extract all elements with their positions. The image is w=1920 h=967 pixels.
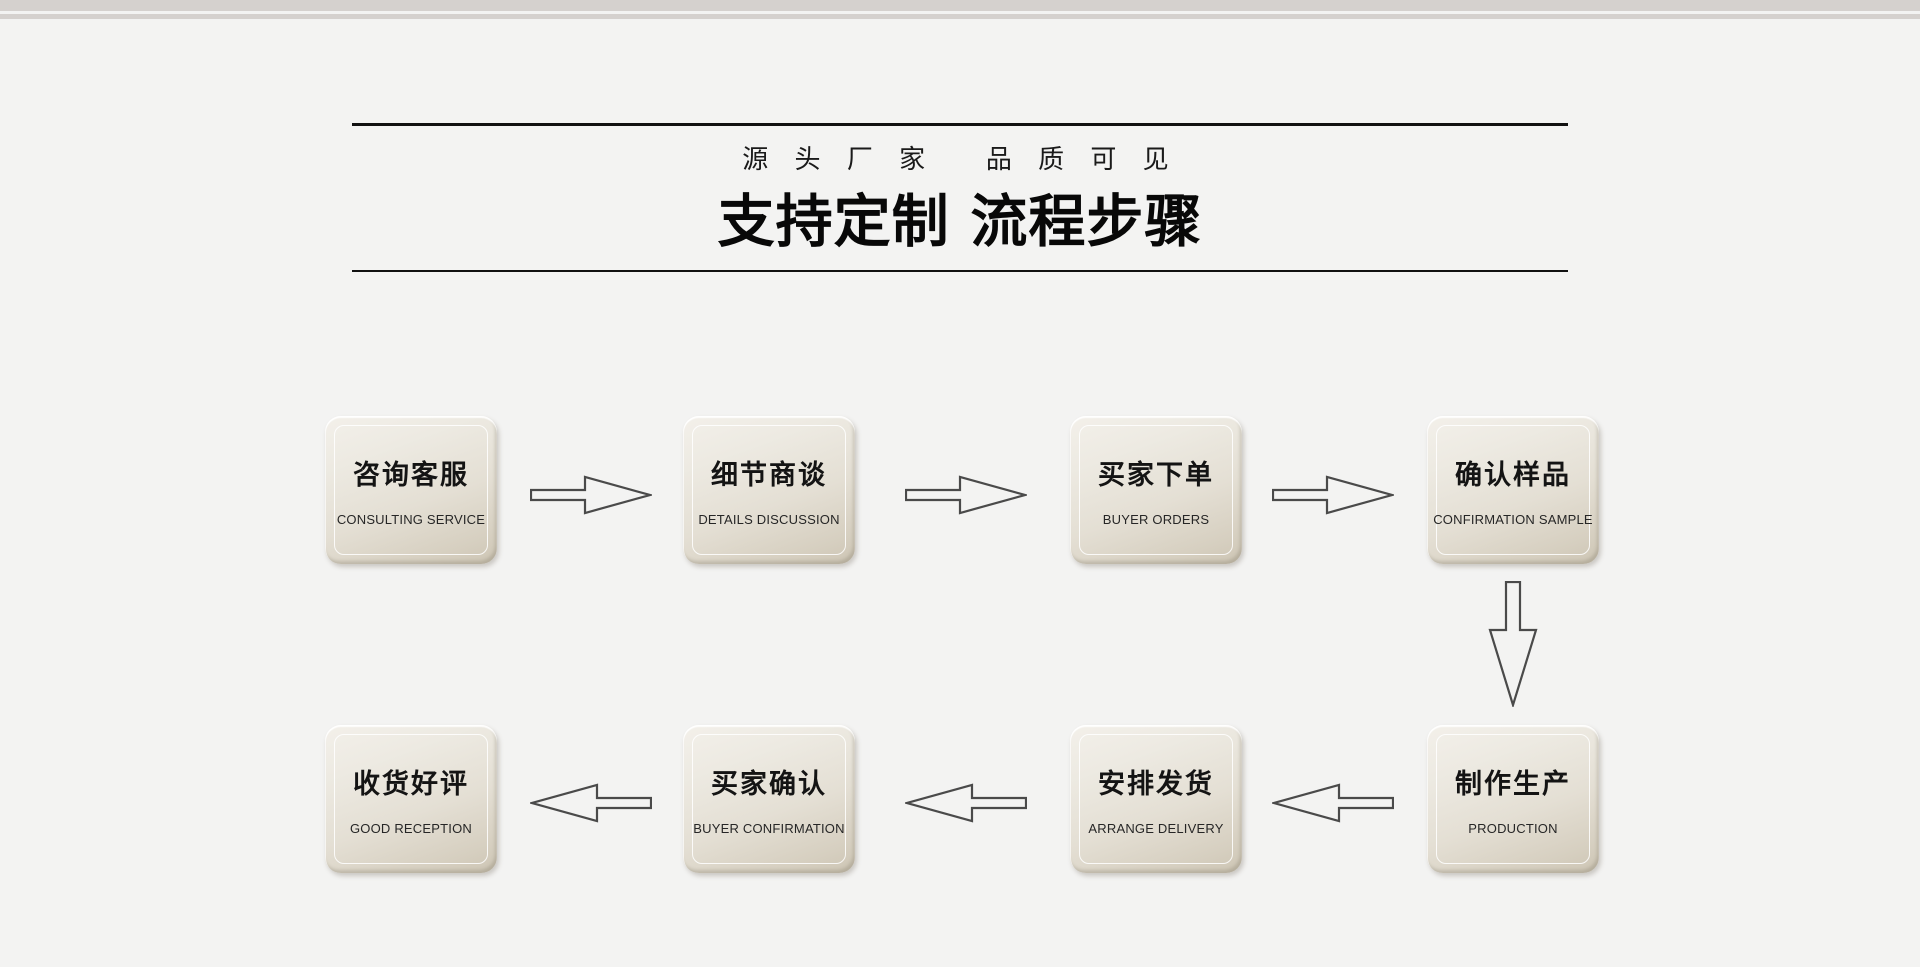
page-header: 源 头 厂 家 品 质 可 见 支持定制 流程步骤 bbox=[352, 123, 1568, 272]
flow-step-label-cn: 咨询客服 bbox=[353, 460, 469, 491]
flow-step-buyer-confirmation[interactable]: 买家确认 BUYER CONFIRMATION bbox=[683, 725, 855, 873]
top-band-gap bbox=[0, 11, 1920, 14]
flow-step-label-en: ARRANGE DELIVERY bbox=[1088, 821, 1224, 836]
flow-step-label-cn: 制作生产 bbox=[1455, 769, 1571, 800]
flow-step-label-en: BUYER ORDERS bbox=[1102, 512, 1210, 527]
arrow-left-icon-step7-step8 bbox=[530, 779, 652, 827]
flow-step-label-cn: 确认样品 bbox=[1455, 460, 1571, 491]
header-subtitle: 源 头 厂 家 品 质 可 见 bbox=[742, 145, 1178, 175]
flow-step-consulting-service[interactable]: 咨询客服 CONSULTING SERVICE bbox=[325, 416, 497, 564]
top-decorative-band-primary bbox=[0, 0, 1920, 11]
flow-step-label-cn: 安排发货 bbox=[1098, 769, 1214, 800]
arrow-left-icon-step6-step7 bbox=[905, 779, 1027, 827]
flow-step-label-cn: 买家下单 bbox=[1098, 460, 1214, 491]
page-title: 支持定制 流程步骤 bbox=[717, 188, 1203, 255]
flow-step-good-reception[interactable]: 收货好评 GOOD RECEPTION bbox=[325, 725, 497, 873]
flow-step-label-en: DETAILS DISCUSSION bbox=[698, 512, 840, 527]
flow-step-label-en: GOOD RECEPTION bbox=[350, 821, 472, 836]
flow-step-details-discussion[interactable]: 细节商谈 DETAILS DISCUSSION bbox=[683, 416, 855, 564]
flow-step-label-en: PRODUCTION bbox=[1468, 821, 1558, 836]
top-decorative-band-secondary bbox=[0, 14, 1920, 19]
flow-step-label-en: CONSULTING SERVICE bbox=[336, 512, 486, 527]
header-rule-bottom bbox=[352, 269, 1568, 272]
process-flow-diagram: 咨询客服 CONSULTING SERVICE 细节商谈 DETAILS DIS… bbox=[0, 19, 1920, 967]
flow-step-label-cn: 细节商谈 bbox=[711, 460, 827, 491]
flow-step-confirmation-sample[interactable]: 确认样品 CONFIRMATION SAMPLE bbox=[1427, 416, 1599, 564]
header-rule-top bbox=[352, 123, 1568, 126]
flow-step-label-cn: 买家确认 bbox=[711, 769, 827, 800]
flow-step-arrange-delivery[interactable]: 安排发货 ARRANGE DELIVERY bbox=[1070, 725, 1242, 873]
flow-step-production[interactable]: 制作生产 PRODUCTION bbox=[1427, 725, 1599, 873]
arrow-left-icon-step5-step6 bbox=[1272, 779, 1394, 827]
flow-step-label-cn: 收货好评 bbox=[353, 769, 469, 800]
arrow-right-icon-step2-step3 bbox=[905, 471, 1027, 519]
flow-step-buyer-orders[interactable]: 买家下单 BUYER ORDERS bbox=[1070, 416, 1242, 564]
arrow-right-icon-step1-step2 bbox=[530, 471, 652, 519]
page-canvas: 源 头 厂 家 品 质 可 见 支持定制 流程步骤 咨询客服 CONSULTIN… bbox=[0, 19, 1920, 967]
flow-step-label-en: CONFIRMATION SAMPLE bbox=[1433, 512, 1593, 527]
arrow-right-icon-step3-step4 bbox=[1272, 471, 1394, 519]
flow-step-label-en: BUYER CONFIRMATION bbox=[693, 821, 845, 836]
arrow-down-icon-step4-step5 bbox=[1483, 581, 1543, 707]
